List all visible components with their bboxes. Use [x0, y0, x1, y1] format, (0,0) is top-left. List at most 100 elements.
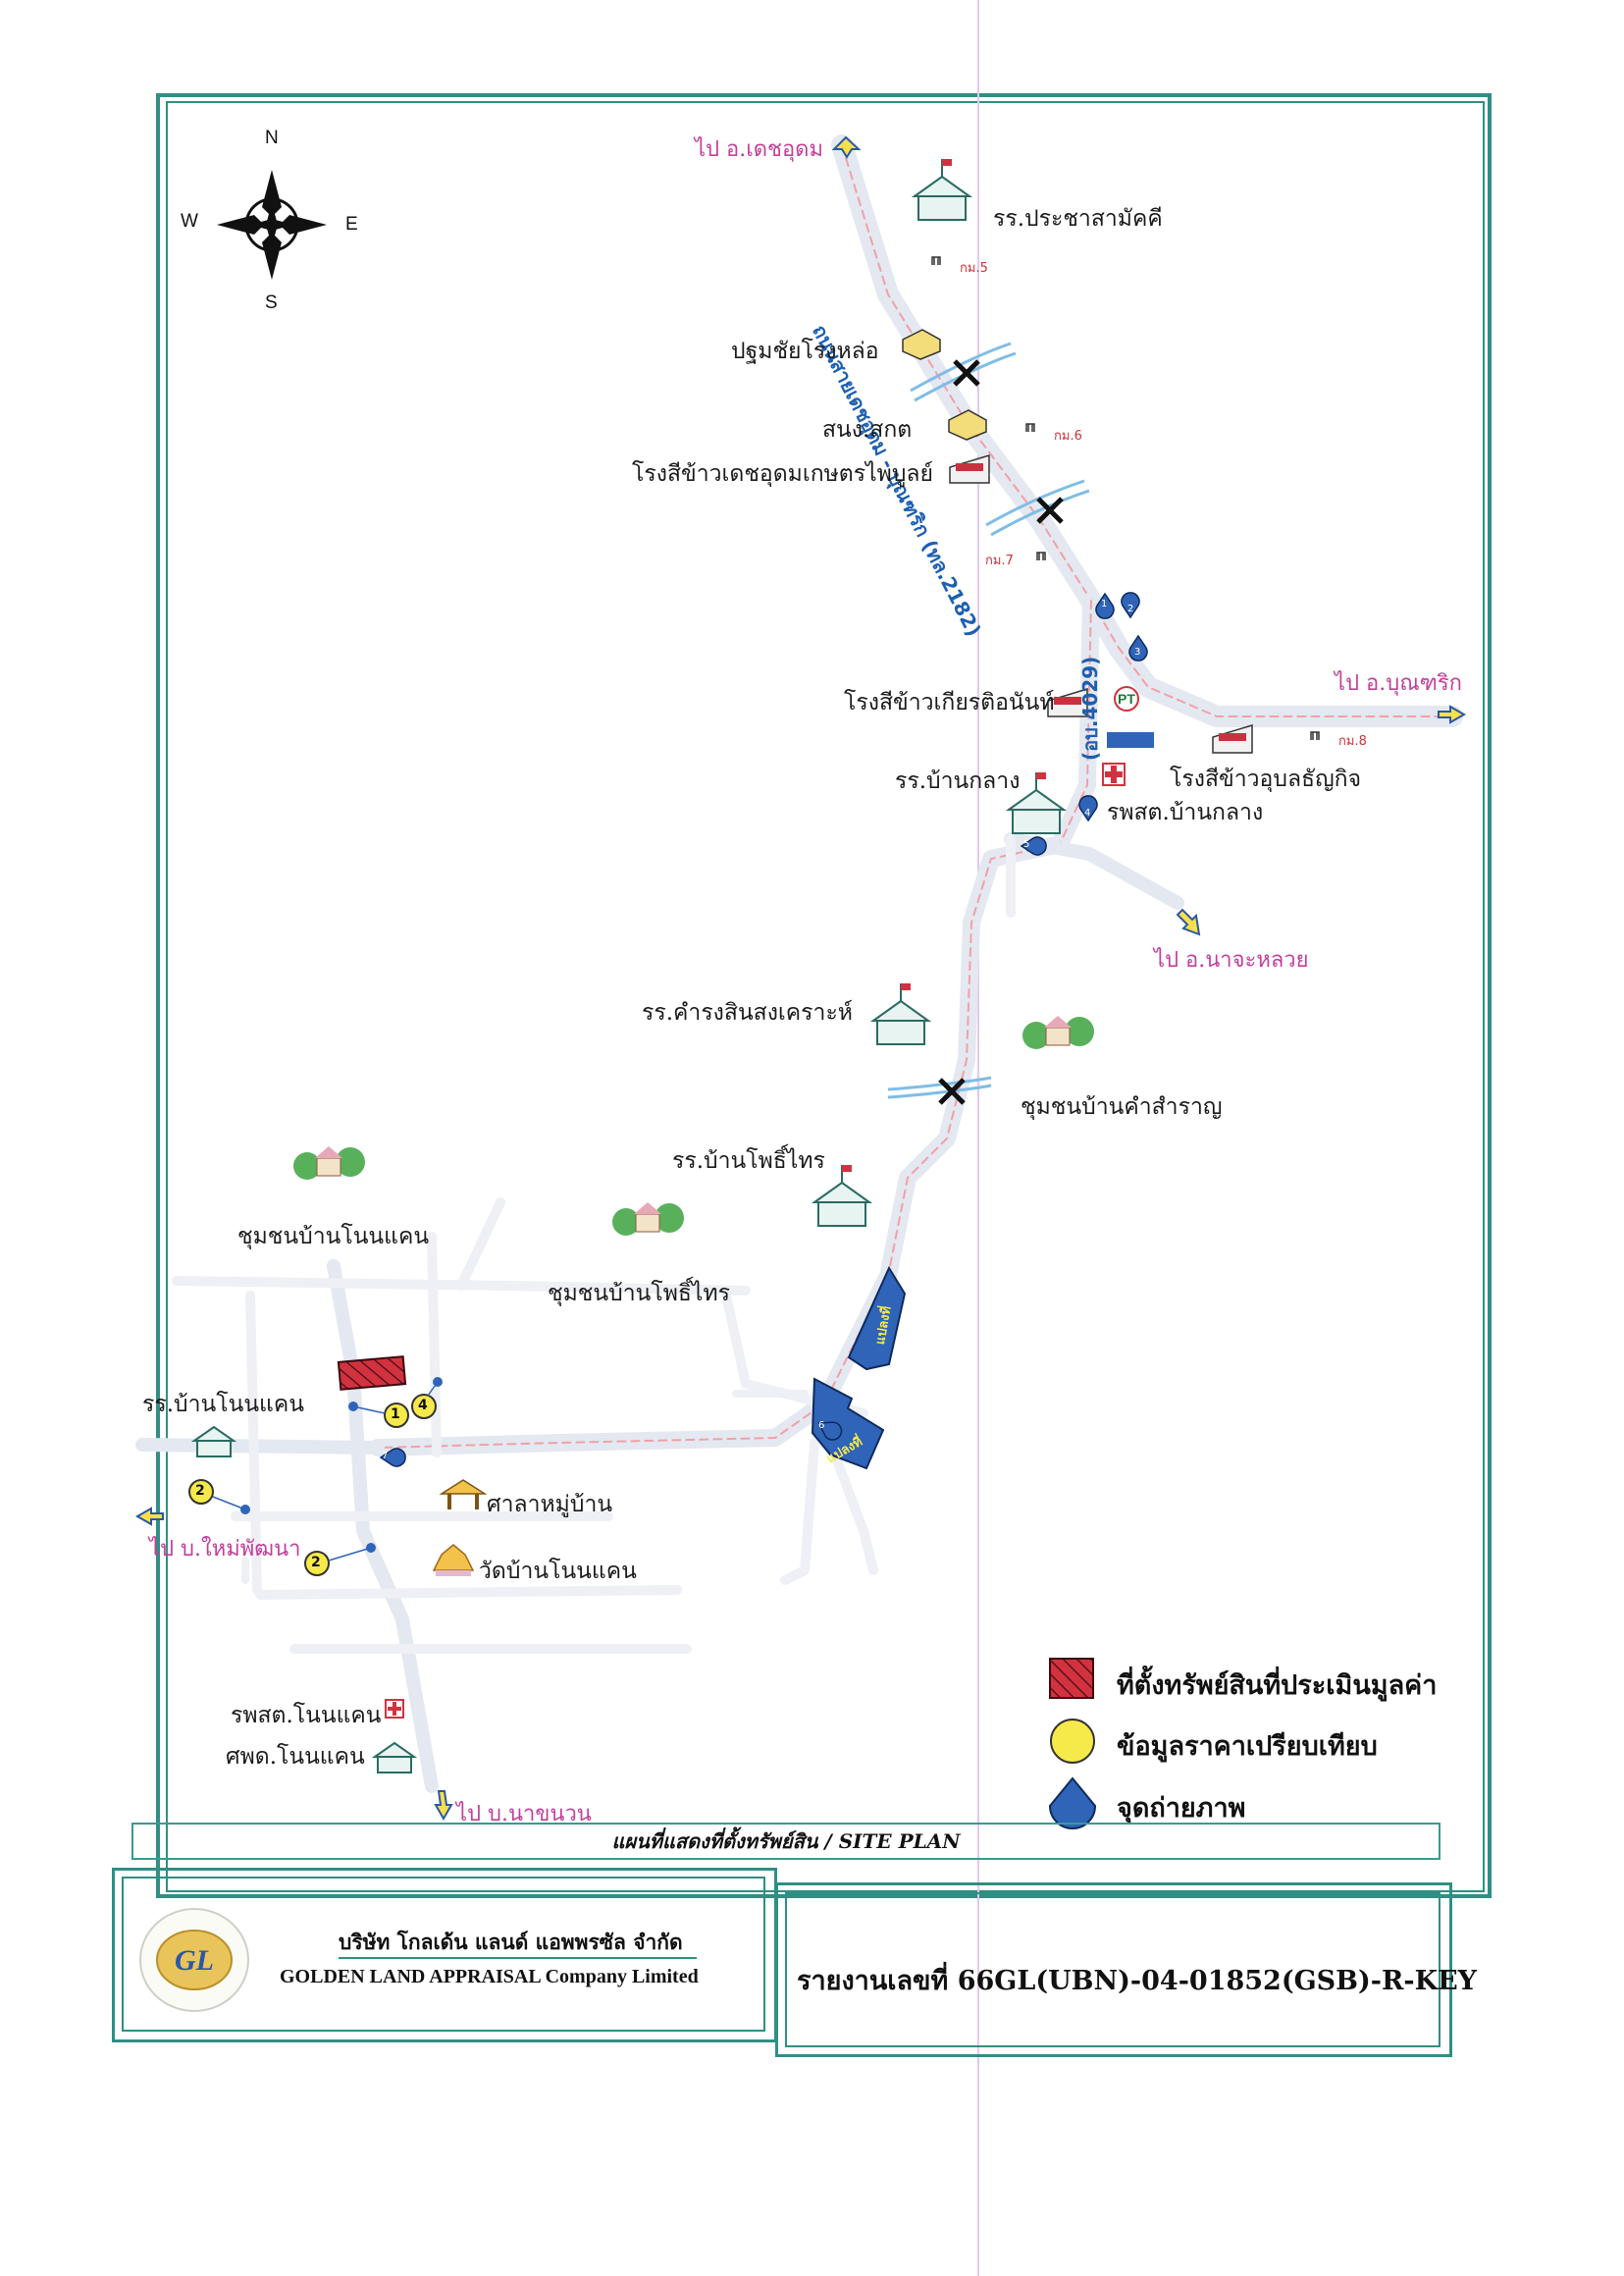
legend-subject-label: ที่ตั้งทรัพย์สินที่ประเมินมูลค่า	[1117, 1670, 1438, 1701]
factory-icons	[949, 453, 1253, 754]
sala-icon	[439, 1479, 488, 1509]
label-community-pho-sai: ชุมชนบ้านโพธิ์ไทร	[548, 1281, 730, 1306]
label-community-kham: ชุมชนบ้านคำสำราญ	[1021, 1094, 1223, 1120]
photo-point-3-icon	[1128, 634, 1148, 662]
label-rice-kiat: โรงสีข้าวเกียรติอนันท์	[844, 690, 1055, 715]
label-school-pracha: รร.ประชาสามัคคี	[993, 206, 1163, 232]
subject-property-marker	[337, 1355, 407, 1391]
foundry-icon	[902, 329, 941, 360]
report-box	[775, 1882, 1452, 2057]
svg-text:GL: GL	[175, 1944, 214, 1977]
community-icon-pho-sai	[612, 1202, 684, 1236]
streams	[887, 342, 1090, 1099]
label-school-non-khaen: รร.บ้านโนนแคน	[142, 1392, 304, 1417]
compass-east-label: E	[345, 214, 358, 235]
school-icon-kamrong	[869, 983, 932, 1045]
arrow-up-icon	[831, 135, 862, 159]
compass-south-label: S	[265, 292, 278, 313]
community-icon-non-khaen	[293, 1146, 365, 1180]
plot-shape-a	[847, 1265, 907, 1371]
site-plan-title: แผนที่แสดงที่ตั้งทรัพย์สิน / SITE PLAN	[131, 1823, 1441, 1860]
arrow-right-icon	[1438, 705, 1467, 724]
road-network	[135, 134, 1463, 1793]
compass-west-label: W	[181, 211, 198, 232]
comparable-number-2b: 2	[311, 1555, 321, 1570]
label-sala: ศาลาหมู่บ้าน	[487, 1492, 613, 1517]
shop-sign-icon	[1107, 732, 1154, 748]
report-box-inner	[785, 1892, 1441, 2047]
company-name-th: บริษัท โกลเด้น แลนด์ แอพพรซัล จำกัด	[339, 1930, 683, 1954]
office-icon	[948, 409, 987, 441]
label-school-pho-sai: รร.บ้านโพธิ์ไทร	[672, 1148, 825, 1174]
map-frame-inner	[166, 101, 1485, 1892]
comparable-number-1: 1	[391, 1406, 400, 1422]
label-temple: วัดบ้านโนนแคน	[479, 1559, 637, 1584]
km-marker-8: กม.8	[1338, 734, 1367, 749]
school-icons	[190, 159, 1068, 1773]
legend-comparable-label: ข้อมูลราคาเปรียบเทียบ	[1117, 1731, 1378, 1762]
comparable-marker-1	[384, 1403, 409, 1428]
community-icons	[293, 1016, 1094, 1236]
photo-point-2-icon	[1121, 592, 1140, 619]
photo-point-1-icon	[1095, 592, 1115, 619]
plot-shapes	[811, 1265, 907, 1470]
school-icon-non-khaen	[190, 1425, 237, 1457]
temple-icon	[432, 1544, 475, 1576]
building-box-icons	[902, 329, 987, 441]
arrow-down-icon	[434, 1790, 453, 1822]
school-icon-pho-sai	[811, 1165, 873, 1227]
comparable-marker-4	[411, 1394, 437, 1419]
hospital-icon-non-khaen	[385, 1699, 404, 1719]
company-logo-icon: GL	[139, 1908, 249, 2012]
photo-point-number-7: 7	[382, 1451, 389, 1461]
community-icon-kham	[1022, 1016, 1094, 1049]
direction-to-bunthrik: ไป อ.บุณฑริก	[1335, 671, 1463, 696]
label-center-non-khaen: ศพด.โนนแคน	[226, 1744, 365, 1770]
legend-photo-label: จุดถ่ายภาพ	[1117, 1793, 1246, 1824]
legend-subject-icon	[1049, 1658, 1094, 1699]
photo-point-number-4: 4	[1084, 808, 1091, 819]
label-hospital-non-khaen: รพสต.โนนแคน	[231, 1703, 382, 1728]
school-icon-ban-klang	[1005, 772, 1068, 834]
photo-point-number-6: 6	[818, 1420, 825, 1431]
arrow-southeast-icon	[1176, 908, 1201, 936]
label-community-non-khaen: ชุมชนบ้านโนนแคน	[237, 1224, 430, 1249]
childcare-icon-non-khaen	[371, 1741, 418, 1773]
school-icon-pracha	[911, 159, 973, 221]
photo-point-7-icon	[379, 1448, 406, 1467]
legend-comparable-icon	[1050, 1719, 1095, 1764]
photo-point-4-icon	[1078, 795, 1098, 822]
photo-point-number-5: 5	[1023, 839, 1030, 850]
label-school-ban-klang: รร.บ้านกลาง	[895, 768, 1021, 794]
label-sanong: สนง.สกต	[822, 417, 913, 443]
comparable-markers	[188, 1394, 437, 1576]
direction-to-det-udom: ไป อ.เดชอุดม	[695, 137, 823, 162]
photo-points	[379, 592, 1148, 1467]
photo-point-number-2: 2	[1127, 604, 1134, 614]
label-hospital-ban-klang: รพสต.บ้านกลาง	[1107, 800, 1264, 825]
report-number: รายงานเลขที่ 66GL(UBN)-04-01852(GSB)-R-K…	[797, 1966, 1477, 1996]
km-marker-5: กม.5	[960, 261, 988, 276]
comparable-number-2a: 2	[195, 1483, 205, 1499]
company-box-inner	[122, 1877, 765, 2032]
direction-arrows	[134, 135, 1467, 1822]
map-frame-outer	[156, 93, 1492, 1898]
gas-station-icon: PT	[1114, 686, 1139, 712]
hospital-icon-ban-klang	[1102, 763, 1126, 786]
plot-shape-b	[811, 1377, 885, 1470]
factory-icon-rice-ubon	[1212, 723, 1253, 754]
company-name-en: GOLDEN LAND APPRAISAL Company Limited	[280, 1966, 699, 1987]
photo-point-number-1: 1	[1101, 599, 1108, 609]
factory-icon-rice-kiat	[1047, 687, 1088, 717]
direction-to-mai-phatthana: ไป บ.ใหม่พัฒนา	[149, 1537, 301, 1561]
comparable-number-4: 4	[418, 1398, 428, 1413]
legend-symbols	[1048, 1658, 1097, 1829]
arrow-left-icon	[134, 1507, 164, 1526]
label-school-kamrong: รร.คำรงสินสงเคราะห์	[642, 1000, 853, 1026]
label-pathumchai: ปฐมชัยโรงหล่อ	[731, 339, 879, 364]
km-marker-7: กม.7	[985, 554, 1014, 568]
km-marker-6: กม.6	[1054, 429, 1082, 444]
photo-point-5-icon	[1020, 836, 1047, 856]
hospital-icons	[385, 763, 1126, 1719]
